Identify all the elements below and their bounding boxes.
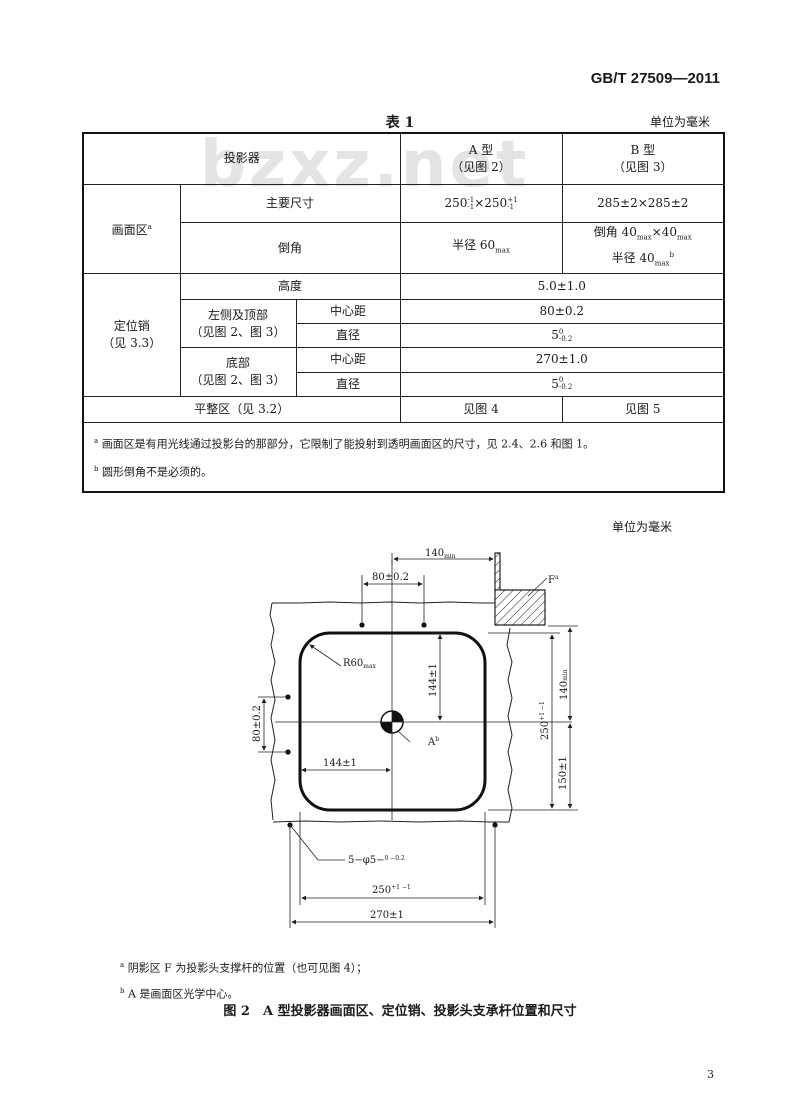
dimension-labels: 140min 80±0.2 Fa R60max 144±1 140min 250… <box>252 548 570 921</box>
dim-144-vertical: 144±1 <box>428 663 439 697</box>
row-pin-height: 定位销（见 3.3） 高度 5.0±1.0 <box>82 272 725 397</box>
locating-pin-label: 定位销（见 3.3） <box>82 272 181 397</box>
left-top-dia-label: 直径 <box>295 323 401 349</box>
row-left-top-dia: 直径 50-0.2 <box>83 323 725 349</box>
bottom-dia-value: 50-0.2 <box>399 371 725 397</box>
pin-spec: 5−φ5−0 −0.2 <box>348 855 405 866</box>
dim-140-right: 140min <box>559 669 570 700</box>
dim-150-right: 150±1 <box>558 756 569 790</box>
figure-notes: a 阴影区 F 为投影头支撑杆的位置（也可见图 4）； b A 是画面区光学中心… <box>120 955 367 1006</box>
figure-note-b: b A 是画面区光学中心。 <box>120 986 239 1001</box>
page-number: 3 <box>707 1068 714 1081</box>
main-size-a: 250-1-1×250+1-1 <box>399 183 563 224</box>
label-F: Fa <box>548 574 559 586</box>
corner-b: 倒角 40max×40max 半径 40maxb <box>561 222 725 274</box>
locating-pins <box>285 622 498 828</box>
header-a-type: A 型（见图 2） <box>399 132 563 185</box>
header-projector: 投影器 <box>82 132 401 185</box>
left-top-center-value: 80±0.2 <box>399 298 725 325</box>
dimension-lines <box>258 553 578 928</box>
label-radius: R60max <box>343 658 377 670</box>
spec-table: 投影器 A 型（见图 2） B 型（见图 3） 画面区a 主要尺寸 250-1-… <box>82 132 726 493</box>
screen-area <box>298 631 487 812</box>
row-corner: 倒角 半径 60max 倒角 40max×40max 半径 40maxb <box>83 222 725 274</box>
flat-area-label: 平整区（见 3.2） <box>82 395 401 423</box>
row-bottom-dia: 直径 50-0.2 <box>83 371 725 397</box>
bottom-center-label: 中心距 <box>295 347 401 373</box>
row-footnotes: a 画面区是有用光线通过投影台的那部分，它限制了能投射到透明画面区的尺寸，见 2… <box>82 421 725 493</box>
row-flat-area: 平整区（见 3.2） 见图 4 见图 5 <box>82 395 725 423</box>
standard-number: GB/T 27509—2011 <box>590 70 720 87</box>
footnote-b: b 圆形倒角不是必须的。 <box>94 464 212 479</box>
dim-270-bottom: 270±1 <box>370 910 404 921</box>
main-size-b: 285±2×285±2 <box>561 183 725 224</box>
dim-250-right: 250+1 −1 <box>539 701 551 740</box>
bottom-dia-label: 直径 <box>295 371 401 397</box>
flat-area-b: 见图 5 <box>561 395 725 423</box>
center-lines <box>275 560 572 820</box>
pin-height-label: 高度 <box>179 272 401 300</box>
corner-a: 半径 60max <box>399 222 563 274</box>
table-unit: 单位为毫米 <box>649 115 710 129</box>
left-top-dia-value: 50-0.2 <box>399 323 725 349</box>
bottom-center-value: 270±1.0 <box>399 347 725 373</box>
header-b-type: B 型（见图 3） <box>561 132 725 185</box>
footnote-a: a 画面区是有用光线通过投影台的那部分，它限制了能投射到透明画面区的尺寸，见 2… <box>94 436 595 451</box>
table-footnotes: a 画面区是有用光线通过投影台的那部分，它限制了能投射到透明画面区的尺寸，见 2… <box>82 421 725 493</box>
bottom-label: 底部（见图 2、图 3） <box>179 347 297 397</box>
figure-note-a: a 阴影区 F 为投影头支撑杆的位置（也可见图 4）； <box>120 961 368 975</box>
left-top-center-label: 中心距 <box>295 298 401 325</box>
screen-area-label: 画面区a <box>82 183 181 274</box>
support-bar-F <box>494 552 546 626</box>
figure-caption: 图 2 A 型投影器画面区、定位销、投影头支承杆位置和尺寸 <box>223 1004 577 1019</box>
left-top-label: 左侧及顶部（见图 2、图 3） <box>179 298 297 349</box>
dim-80-left: 80±0.2 <box>252 705 263 742</box>
table-title: 表 1 <box>385 115 415 131</box>
corner-label: 倒角 <box>179 222 401 274</box>
dim-80-top: 80±0.2 <box>372 572 409 583</box>
dim-140-top: 140min <box>425 548 456 560</box>
dim-144-horizontal: 144±1 <box>323 758 357 769</box>
label-A: Ab <box>427 736 439 748</box>
row-left-top-center: 左侧及顶部（见图 2、图 3） 中心距 80±0.2 <box>83 298 725 349</box>
dim-250-bottom: 250+1 −1 <box>372 884 411 896</box>
row-bottom-center: 底部（见图 2、图 3） 中心距 270±1.0 <box>83 347 725 397</box>
table-header-row: 投影器 A 型（见图 2） B 型（见图 3） <box>82 132 725 185</box>
figure-unit: 单位为毫米 <box>611 520 672 534</box>
